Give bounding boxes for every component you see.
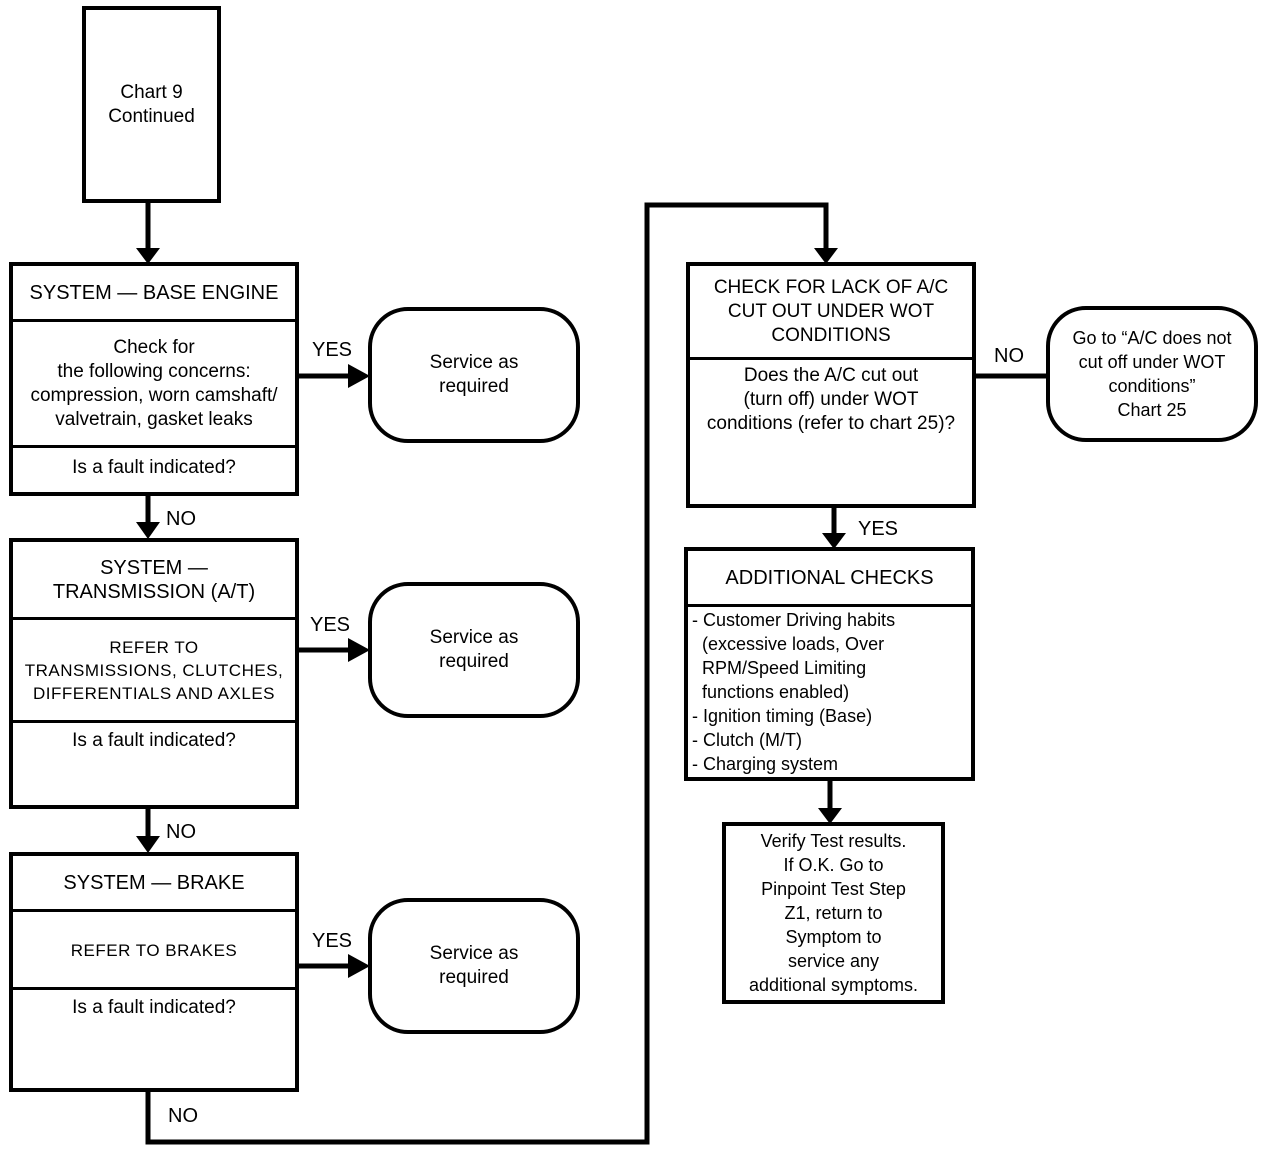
connector-brake-no (145, 202, 829, 1145)
base-engine-box: SYSTEM — BASE ENGINE Check for the follo… (9, 262, 299, 496)
divider (13, 720, 295, 723)
brake-body: REFER TO BRAKES (70, 940, 238, 960)
arrowhead-down (814, 248, 838, 264)
brake-question: Is a fault indicated? (72, 997, 236, 1018)
no-label: NO (166, 821, 196, 843)
additional-checks-title: ADDITIONAL CHECKS (725, 567, 934, 589)
divider (688, 604, 971, 607)
arrowhead-down (136, 522, 160, 539)
yes-label: YES (312, 339, 353, 361)
yes-label: YES (310, 614, 351, 636)
divider (690, 357, 972, 360)
ac-check-title: CHECK FOR LACK OF A/C CUT OUT UNDER WOT … (713, 277, 949, 346)
verify-box: Verify Test results. If O.K. Go to Pinpo… (722, 822, 945, 1004)
additional-checks-list: - Customer Driving habits (excessive loa… (692, 610, 896, 774)
additional-checks-box: ADDITIONAL CHECKS - Customer Driving hab… (684, 547, 975, 781)
start-text: Chart 9 Continued (108, 81, 195, 127)
arrowhead-down (136, 248, 160, 264)
verify-text: Verify Test results. If O.K. Go to Pinpo… (748, 831, 919, 995)
ac-check-question: Does the A/C cut out (turn off) under WO… (706, 365, 956, 434)
brake-title: SYSTEM — BRAKE (63, 872, 245, 894)
ac-check-box: CHECK FOR LACK OF A/C CUT OUT UNDER WOT … (686, 262, 976, 508)
divider (13, 445, 295, 448)
service-as-required-2: Service as required (368, 582, 580, 718)
transmission-box: SYSTEM — TRANSMISSION (A/T) REFER TO TRA… (9, 538, 299, 809)
arrowhead-right (348, 954, 370, 978)
transmission-title: SYSTEM — TRANSMISSION (A/T) (52, 557, 256, 603)
yes-label: YES (858, 518, 899, 540)
arrowhead-right (348, 638, 370, 662)
no-label: NO (168, 1105, 198, 1127)
divider (13, 987, 295, 990)
arrowhead-right (348, 364, 370, 388)
base-engine-title: SYSTEM — BASE ENGINE (29, 282, 279, 304)
brake-box: SYSTEM — BRAKE REFER TO BRAKES Is a faul… (9, 852, 299, 1092)
arrowhead-down (136, 836, 160, 853)
start-box: Chart 9 Continued (82, 6, 221, 203)
divider (13, 319, 295, 322)
no-label: NO (166, 508, 196, 530)
service-as-required-3: Service as required (368, 898, 580, 1034)
base-engine-question: Is a fault indicated? (72, 457, 236, 478)
base-engine-body: Check for the following concerns: compre… (30, 337, 278, 430)
no-label: NO (994, 345, 1024, 367)
transmission-question: Is a fault indicated? (72, 730, 236, 751)
arrowhead-down (822, 533, 846, 549)
transmission-body: REFER TO TRANSMISSIONS, CLUTCHES, DIFFER… (24, 637, 284, 703)
yes-label: YES (312, 930, 353, 952)
goto-chart-25: Go to “A/C does not cut off under WOT co… (1046, 306, 1258, 442)
arrowhead-down (818, 808, 842, 824)
service-as-required-1: Service as required (368, 307, 580, 443)
divider (13, 909, 295, 912)
divider (13, 617, 295, 620)
